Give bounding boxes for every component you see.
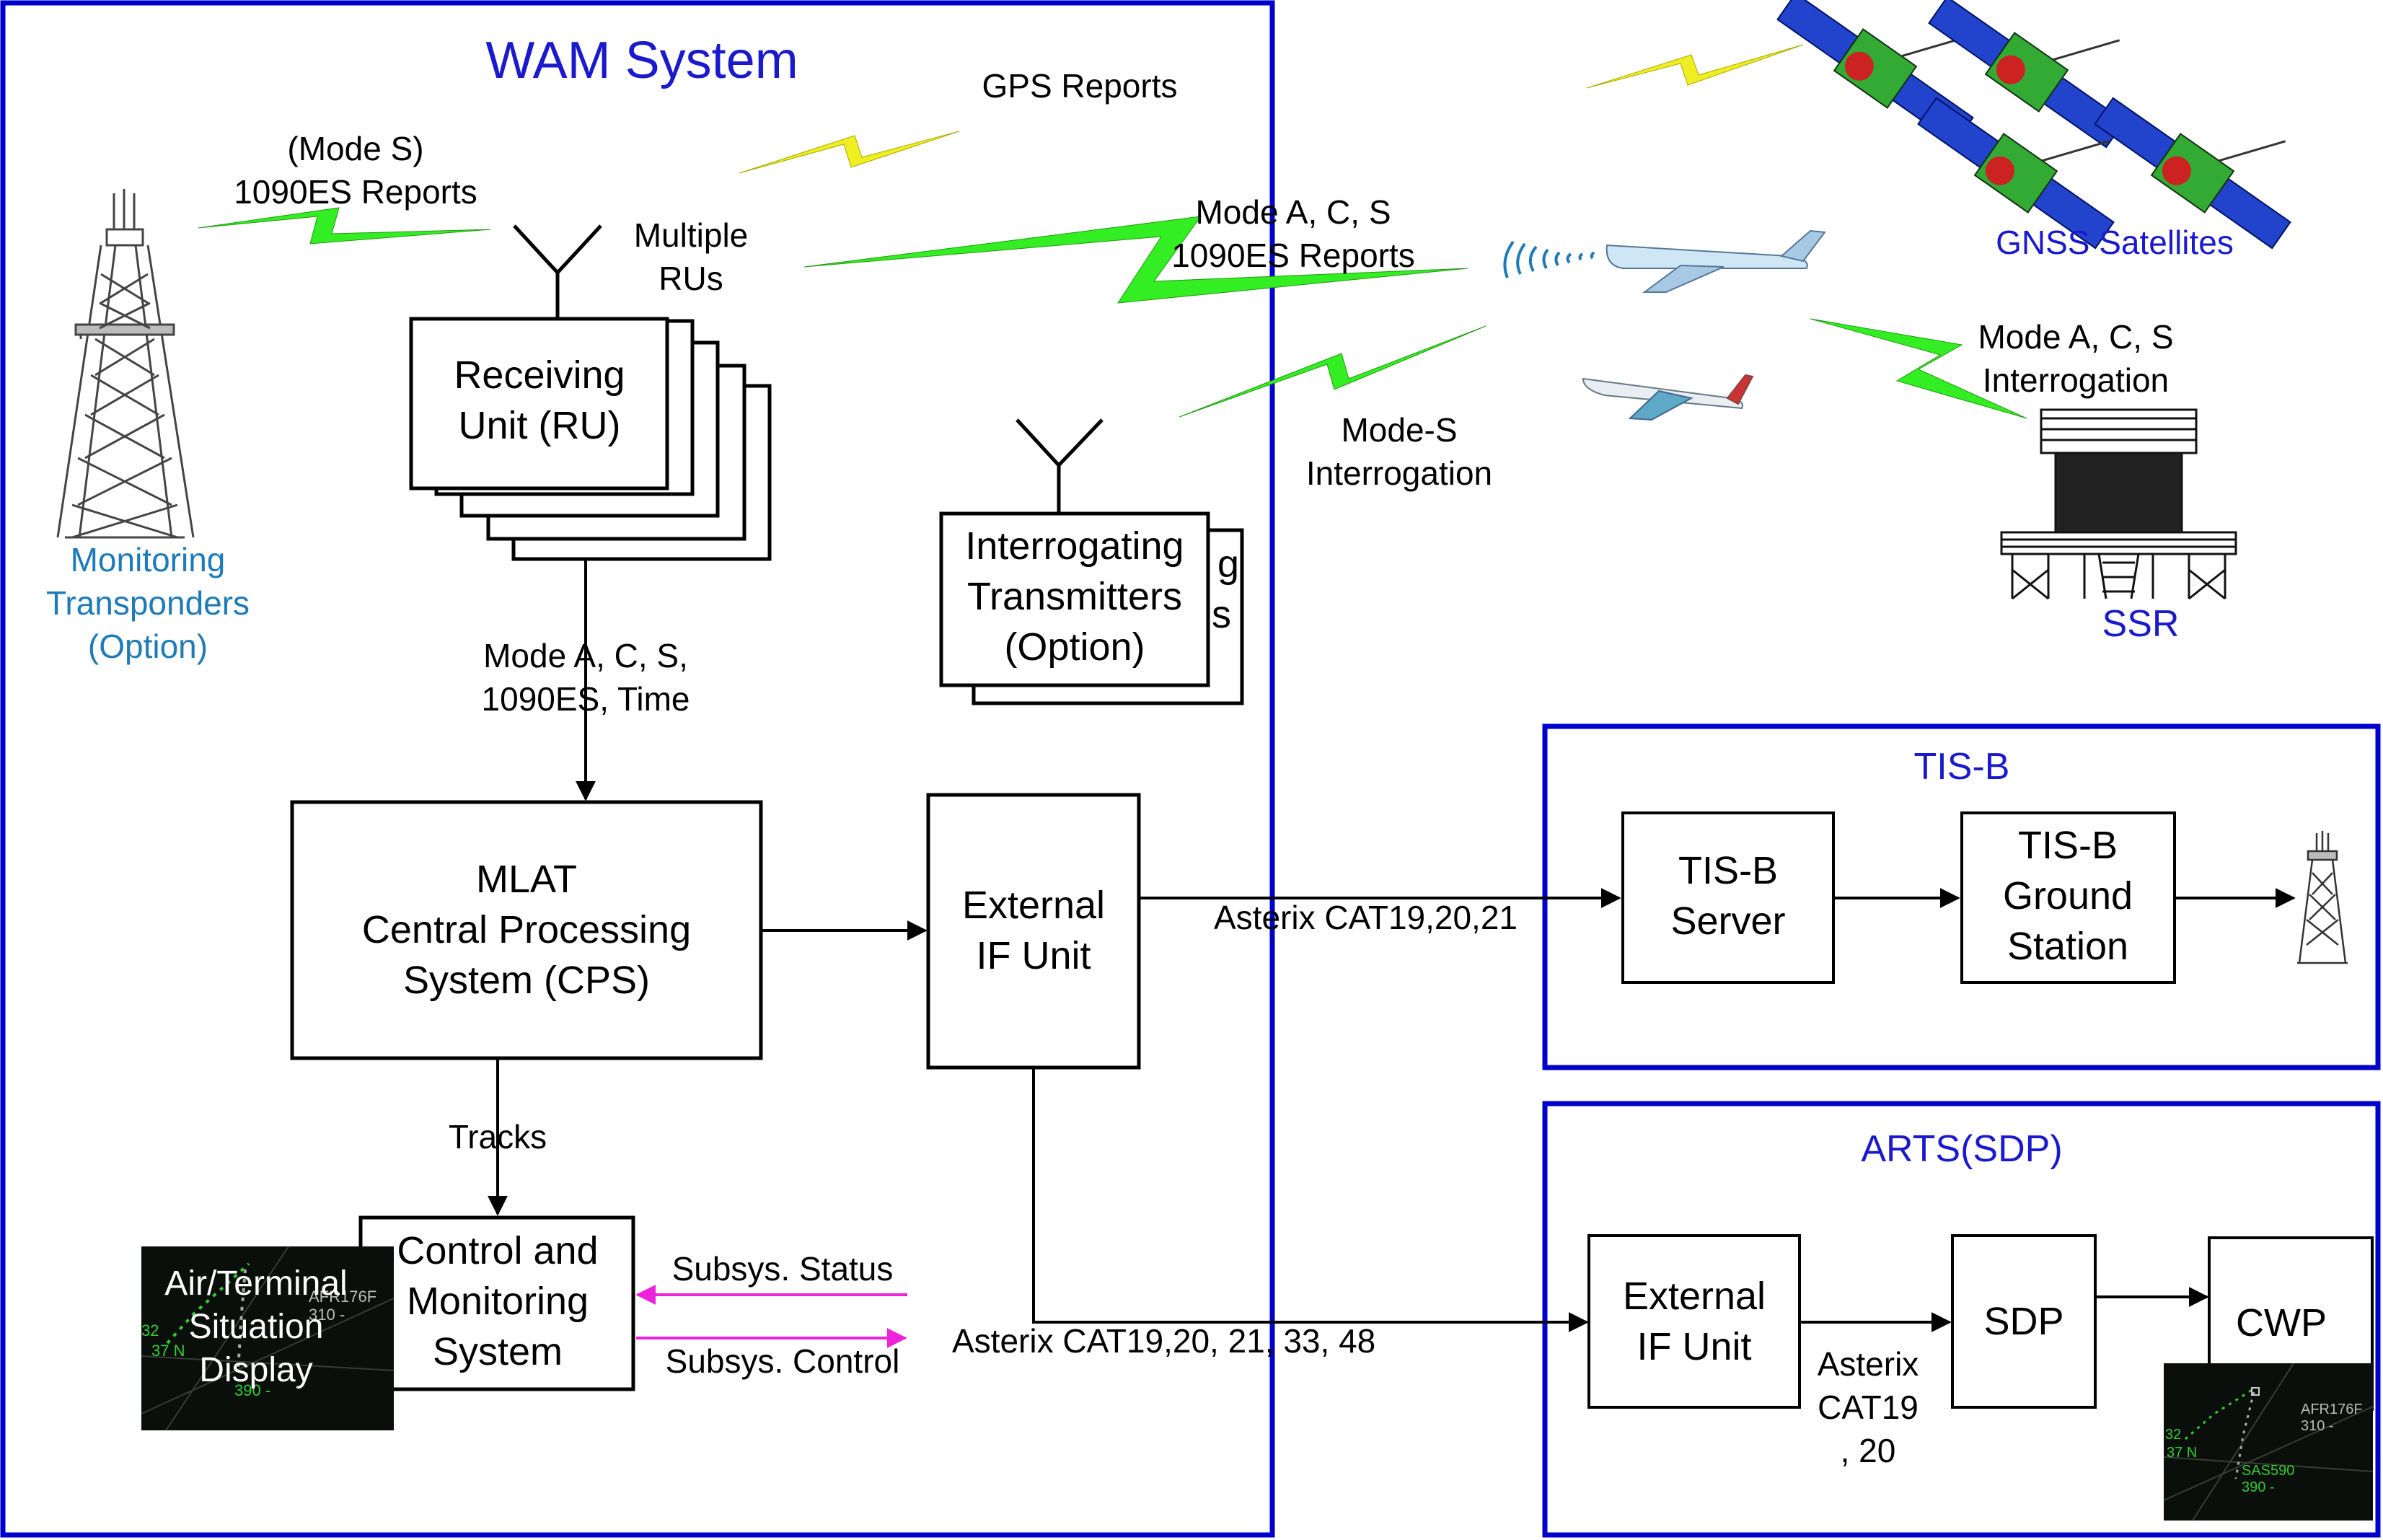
lightning-gps-to-wam-icon <box>739 131 960 174</box>
lightning-gps-sat-icon <box>1586 44 1804 89</box>
modes-interrogation-label-1: Mode-S <box>1341 411 1457 449</box>
wam-system-title: WAM System <box>485 32 798 89</box>
cwp-callsign-2: SAS590 <box>2242 1463 2294 1479</box>
gps-reports-label: GPS Reports <box>982 67 1178 105</box>
arts-external-if-box <box>1587 1234 1801 1409</box>
ssr-label: SSR <box>2102 603 2180 645</box>
arts-title: ARTS(SDP) <box>1861 1128 2062 1170</box>
display-callsign-1: AFR176F <box>309 1288 376 1306</box>
display-alt-2: 390 - <box>234 1381 270 1399</box>
gnss-satellites-label: GNSS Satellites <box>1996 224 2234 261</box>
aircraft-icon-2 <box>1582 374 1754 421</box>
sdp-box <box>1951 1234 2097 1409</box>
control-monitoring-label-1: Control and <box>397 1229 598 1272</box>
interrogator-back-g: g <box>1217 542 1239 586</box>
interrogating-transmitters-label-3: (Option) <box>1004 625 1145 669</box>
arts-asterix-label-2: CAT19 <box>1818 1389 1919 1426</box>
aircraft-icon-1 <box>1605 229 1826 293</box>
extif-to-arts-arrow <box>1032 1068 1589 1332</box>
situation-display-label-3: Display <box>199 1351 312 1389</box>
situation-display-label-1: Air/Terminal <box>164 1264 347 1303</box>
cwp-display-screen: AFR176F 310 - 32 37 N SAS590 390 - <box>2163 1363 2374 1521</box>
lightning-modeacs-reports-icon <box>803 216 1468 304</box>
cwp-alt-2: 390 - <box>2242 1479 2275 1495</box>
situation-display-label-2: Situation <box>189 1308 324 1346</box>
multiple-rus-label-1: Multiple <box>634 216 749 254</box>
mlat-label-2: Central Processing <box>362 908 691 951</box>
display-lat: 37 N <box>151 1342 185 1360</box>
external-if-label-2: IF Unit <box>976 934 1091 977</box>
mode-acs-reports-label-2: 1090ES Reports <box>1171 237 1415 274</box>
ssr-interrogation-label-1: Mode A, C, S <box>1978 318 2173 356</box>
tisb-server-box <box>1621 811 1835 984</box>
satellite-icon-3 <box>1917 97 2115 250</box>
1090es-reports-label: 1090ES Reports <box>234 173 477 211</box>
interrogator-antenna-icon <box>1016 418 1104 514</box>
cwp-label: CWP <box>2236 1301 2327 1345</box>
tisb-title: TIS-B <box>1914 746 2010 788</box>
ru-antenna-icon <box>513 224 602 319</box>
tisb-server-label-1: TIS-B <box>1678 849 1778 892</box>
receiving-unit-box <box>409 317 669 490</box>
wam-system-frame <box>0 0 1275 1538</box>
tisb-gs-label-3: Station <box>2007 925 2128 968</box>
external-if-label-1: External <box>962 884 1105 927</box>
multiple-rus-label-2: RUs <box>658 260 723 297</box>
cwp-callsign-1: AFR176F <box>2301 1402 2363 1417</box>
asterix-tisb-label: Asterix CAT19,20,21 <box>1214 899 1518 936</box>
modes-interrogation-label-2: Interrogation <box>1306 454 1492 492</box>
external-if-unit-box <box>926 793 1141 1070</box>
receiving-unit-label-2: Unit (RU) <box>459 404 621 447</box>
cwp-num: 32 <box>2165 1427 2181 1443</box>
subsys-status-label: Subsys. Status <box>672 1250 894 1288</box>
arts-external-if-label-2: IF Unit <box>1637 1325 1751 1368</box>
satellite-icon-2 <box>1928 0 2126 149</box>
radio-waves-icon <box>1503 240 1595 278</box>
tisb-gs-label-1: TIS-B <box>2018 824 2118 867</box>
asterix-arts-label: Asterix CAT19,20, 21, 33, 48 <box>952 1322 1375 1360</box>
lightning-modes-interrogation-icon <box>1179 325 1486 418</box>
cwp-alt-1: 310 - <box>2301 1418 2334 1434</box>
arts-external-if-label-1: External <box>1623 1275 1766 1318</box>
mlat-label-3: System (CPS) <box>403 959 650 1002</box>
control-monitoring-box <box>358 1215 635 1391</box>
cwp-lat: 37 N <box>2167 1445 2197 1461</box>
monitoring-transponders-label-2: Transponders <box>46 584 250 622</box>
modes-time-label-2: 1090ES, Time <box>482 680 690 718</box>
interrogating-transmitters-box <box>939 511 1210 687</box>
monitoring-transponders-label-3: (Option) <box>88 628 208 665</box>
interrogating-transmitters-label-2: Transmitters <box>967 575 1182 618</box>
monitoring-tower-icon <box>56 189 195 539</box>
mode-acs-reports-label-1: Mode A, C, S <box>1195 193 1391 231</box>
ssr-interrogation-label-2: Interrogation <box>1983 361 2169 399</box>
arts-asterix-label-1: Asterix <box>1818 1345 1919 1383</box>
lightning-1090es-icon <box>198 207 491 245</box>
arts-asterix-label-3: , 20 <box>1841 1432 1896 1469</box>
satellite-icon-4 <box>2094 97 2291 250</box>
interrogating-transmitters-label-1: Interrogating <box>965 524 1184 568</box>
receiving-unit-label-1: Receiving <box>454 353 625 397</box>
display-num: 32 <box>141 1321 159 1339</box>
monitoring-transponders-label-1: Monitoring <box>71 541 226 578</box>
tisb-server-label-2: Server <box>1670 899 1785 943</box>
modes-time-label-1: Mode A, C, S, <box>483 637 688 674</box>
ssr-radar-icon <box>2000 408 2237 600</box>
lightning-ssr-interrogation-icon <box>1810 318 2027 419</box>
control-monitoring-label-2: Monitoring <box>407 1280 589 1323</box>
mlat-label-1: MLAT <box>476 858 577 901</box>
interrogator-back-s: s <box>1212 593 1231 636</box>
tisb-ground-station-box <box>1960 811 2176 984</box>
tisb-gs-label-2: Ground <box>2003 874 2133 918</box>
sdp-label: SDP <box>1983 1300 2063 1343</box>
tracks-label: Tracks <box>449 1118 547 1156</box>
arts-frame <box>1542 1101 2381 1538</box>
mode-s-label: (Mode S) <box>287 130 423 167</box>
control-monitoring-label-3: System <box>433 1330 563 1373</box>
tisb-antenna-tower-icon <box>2297 831 2348 964</box>
subsys-control-label: Subsys. Control <box>666 1342 900 1380</box>
display-alt-1: 310 - <box>309 1306 345 1324</box>
situation-display-screen: AFR176F 310 - 32 37 N 390 - <box>141 1246 395 1431</box>
